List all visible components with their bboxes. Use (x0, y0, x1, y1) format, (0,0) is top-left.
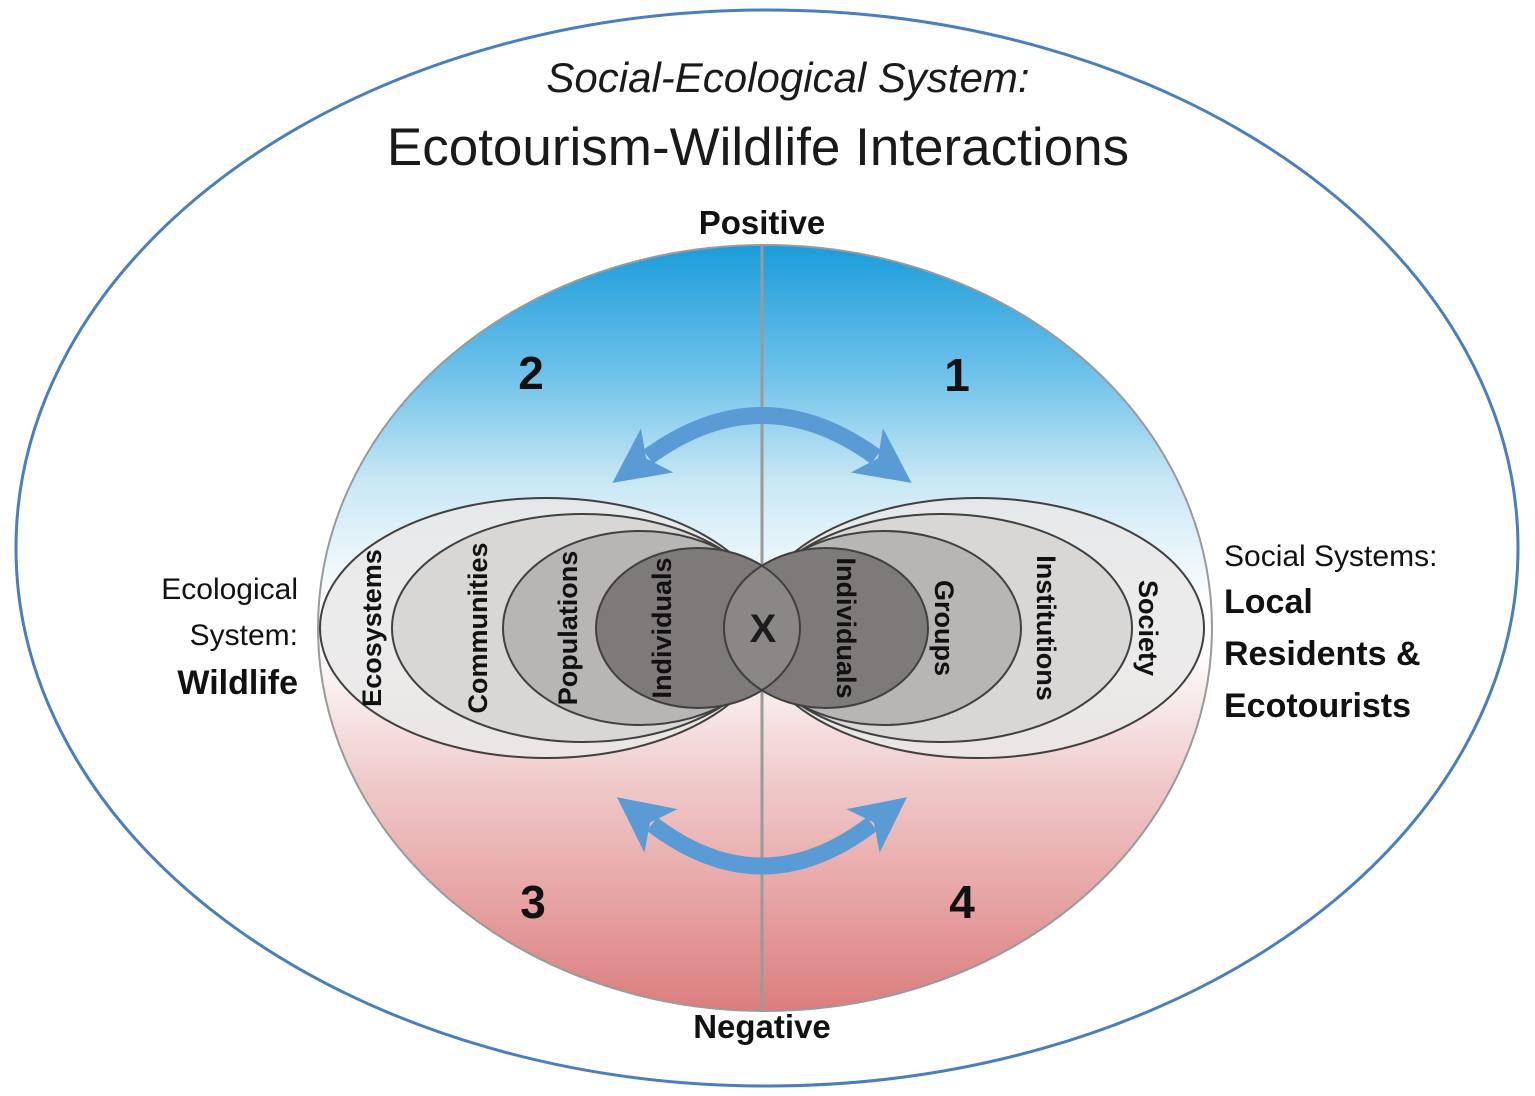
individuals-left-label: Individuals (647, 557, 677, 698)
institutions-label: Institutions (1031, 555, 1061, 700)
quadrant-1-label: 1 (944, 349, 970, 401)
social-system-caption-bold-line2: Residents & (1224, 635, 1421, 673)
groups-label: Groups (929, 580, 959, 676)
diagram-title: Social-Ecological System: (546, 54, 1029, 101)
double-arrow-bottom-icon (616, 797, 908, 875)
populations-label: Populations (553, 551, 583, 706)
negative-label: Negative (693, 1008, 831, 1045)
social-system-caption-bold-line1: Local (1224, 583, 1313, 621)
double-arrow-top-icon (612, 407, 912, 483)
ecological-levels-group (319, 497, 801, 759)
interaction-x-label: X (750, 607, 777, 651)
quadrant-4-label: 4 (949, 876, 975, 928)
communities-label: Communities (463, 542, 493, 713)
ecological-system-caption-line2: System: (190, 619, 298, 652)
quadrant-2-label: 2 (518, 347, 544, 399)
society-label: Society (1133, 580, 1163, 676)
ecosystems-label: Ecosystems (357, 549, 387, 707)
diagram-subtitle: Ecotourism-Wildlife Interactions (387, 118, 1129, 177)
ecological-system-caption-bold: Wildlife (177, 664, 298, 702)
intersection-lens (722, 564, 802, 692)
social-system-caption: Social Systems: (1224, 540, 1437, 573)
ecological-system-caption-line1: Ecological (161, 573, 298, 606)
individuals-right-label: Individuals (831, 557, 861, 698)
quadrant-3-label: 3 (520, 876, 546, 928)
social-system-caption-bold-line3: Ecotourists (1224, 687, 1411, 725)
positive-label: Positive (699, 204, 826, 241)
